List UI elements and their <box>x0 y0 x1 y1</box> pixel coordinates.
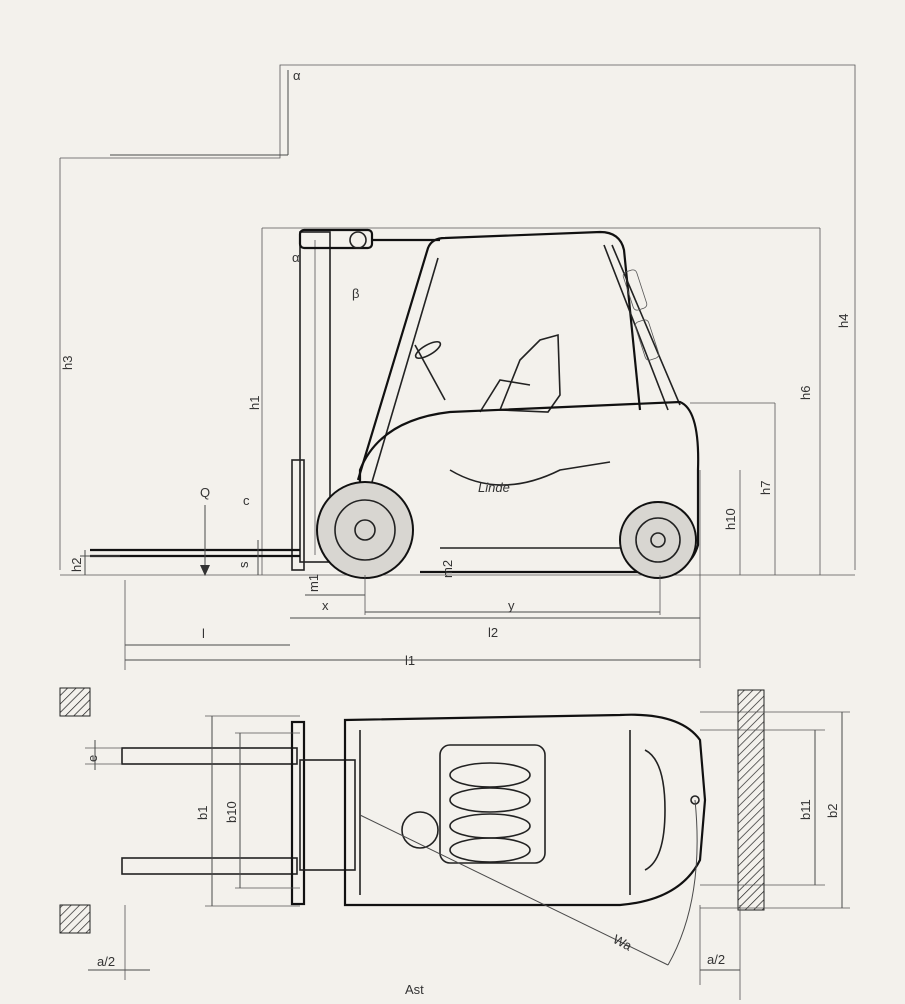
label-ast: Ast <box>405 982 424 997</box>
raised-mast-outline: α <box>59 64 856 570</box>
wall-hatch-bottom-left <box>59 904 91 934</box>
overhead-guard <box>356 230 681 483</box>
label-b11: b11 <box>798 799 813 820</box>
side-view: α <box>59 64 856 670</box>
label-h7: h7 <box>758 481 773 495</box>
label-x: x <box>322 598 329 613</box>
label-l: l <box>202 626 205 641</box>
wall-hatch-top-left <box>59 687 91 717</box>
seat-and-steering <box>414 333 561 413</box>
label-h2: h2 <box>69 558 84 572</box>
label-m2: m2 <box>440 560 455 578</box>
label-m1: m1 <box>306 574 321 592</box>
turning-radius <box>359 799 698 966</box>
label-h10: h10 <box>723 508 738 530</box>
label-a2-left: a/2 <box>97 954 115 969</box>
label-Q: Q <box>200 485 210 500</box>
label-a2-right: a/2 <box>707 952 725 967</box>
svg-text:α: α <box>293 68 301 83</box>
truck-body-top <box>343 713 707 907</box>
label-alpha: α <box>292 250 300 265</box>
label-beta: β <box>352 286 359 301</box>
mast <box>298 228 440 563</box>
load-center-arrow <box>200 505 210 576</box>
label-h1: h1 <box>247 396 262 410</box>
label-c: c <box>243 493 250 508</box>
wall-hatch-right <box>737 689 765 911</box>
label-l2: l2 <box>488 625 498 640</box>
brand-logo: Linde <box>478 480 510 495</box>
label-h6: h6 <box>798 386 813 400</box>
label-b2: b2 <box>825 804 840 818</box>
forks-top <box>121 747 298 875</box>
forks-side <box>80 459 305 571</box>
top-view: e b1 b10 b11 b2 Wa a/2 a/2 Ast <box>59 687 850 1000</box>
label-wa: Wa <box>611 931 636 954</box>
mast-top <box>299 759 356 871</box>
label-l1: l1 <box>405 653 415 668</box>
label-h4: h4 <box>836 314 851 328</box>
label-y: y <box>508 598 515 613</box>
front-wheel <box>316 481 414 579</box>
label-b10: b10 <box>224 801 239 823</box>
label-s: s <box>236 561 251 568</box>
label-e: e <box>85 755 100 762</box>
label-h3: h3 <box>60 356 75 370</box>
label-b1: b1 <box>195 806 210 820</box>
fork-carriage-top <box>290 720 306 906</box>
rear-wheel <box>619 501 697 579</box>
